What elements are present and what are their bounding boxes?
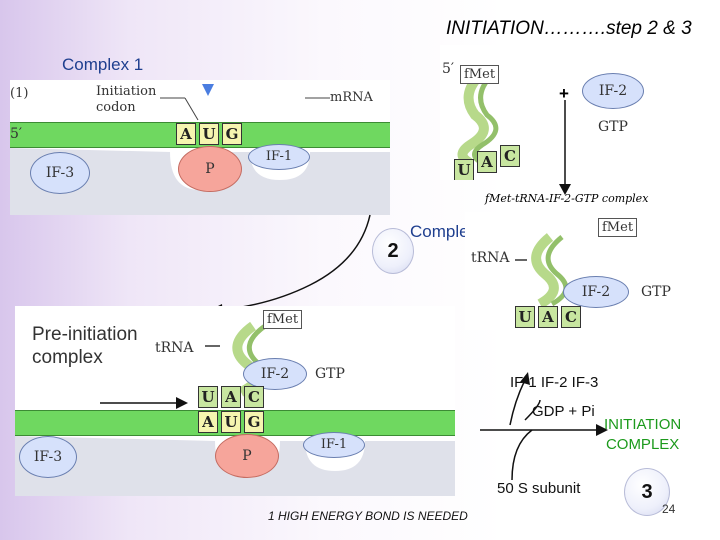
panel3-anticodon-a: A <box>538 306 558 328</box>
panel3-trna: tRNA <box>471 250 510 266</box>
right-arrow-icon <box>100 397 188 409</box>
panel4-codon-g: G <box>244 411 264 433</box>
energy-note: 1 HIGH ENERGY BOND IS NEEDED <box>268 509 468 523</box>
complex-1-drawing <box>10 97 390 215</box>
trna-drawing <box>457 71 499 168</box>
triangle-marker-icon <box>202 84 214 96</box>
codon-a: A <box>176 123 196 145</box>
complex-1-panel: (1) Initiation codon mRNA 5′ A U G IF-3 … <box>10 80 390 215</box>
panel2-gtp: GTP <box>598 119 628 135</box>
panel3-gtp: GTP <box>641 284 671 300</box>
release-arrows-icon <box>480 372 608 481</box>
if3-factor: IF-3 <box>30 152 90 194</box>
panel3-anticodon-u: U <box>515 306 535 328</box>
if1-factor: IF-1 <box>248 144 310 170</box>
complex-2-panel: tRNA fMet IF-2 GTP U A C <box>465 212 705 330</box>
plus-sign: + <box>559 84 569 103</box>
fmet-complex-label: fMet-tRNA-IF-2-GTP complex <box>485 192 649 205</box>
panel2-anticodon-u: U <box>454 159 474 180</box>
panel4-codon-u: U <box>221 411 241 433</box>
gdp-pi-label: GDP + Pi <box>532 403 595 420</box>
panel3-if2: IF-2 <box>563 276 629 308</box>
panel4-if1: IF-1 <box>303 432 365 458</box>
released-factors-label: IF-1 IF-2 IF-3 <box>510 374 599 391</box>
complex-1-label: Complex 1 <box>62 55 144 74</box>
subunit-label: 50 S subunit <box>497 480 581 497</box>
five-prime-label: 5′ <box>10 126 23 142</box>
step-3-badge: 3 <box>624 468 670 516</box>
mrna-label: mRNA <box>330 90 373 105</box>
panel4-p-site: P <box>215 434 279 478</box>
panel2-anticodon-a: A <box>477 151 497 173</box>
panel3-fmet: fMet <box>598 218 638 237</box>
page-number: 24 <box>662 502 676 516</box>
step-2-badge: 2 <box>372 228 414 274</box>
pre-initiation-label: Pre-initiation complex <box>32 324 138 368</box>
panel2-five-prime: 5′ <box>442 61 455 77</box>
panel4-trna: tRNA <box>155 340 194 356</box>
panel4-anticodon-u: U <box>198 386 218 408</box>
panel4-gtp: GTP <box>315 366 345 382</box>
panel4-codon-a: A <box>198 411 218 433</box>
codon-u: U <box>199 123 219 145</box>
panel4-fmet: fMet <box>263 310 303 329</box>
panel2-if2: IF-2 <box>582 73 644 109</box>
initiation-codon-label: Initiation codon <box>96 84 157 115</box>
slide-title: INITIATION……….step 2 & 3 <box>446 18 692 39</box>
complex-2-trna-drawing <box>515 233 569 309</box>
panel2-anticodon-c: C <box>500 145 520 167</box>
panel4-anticodon-c: C <box>244 386 264 408</box>
pre-initiation-panel: tRNA fMet IF-2 GTP U A C A U G IF-3 P IF… <box>15 306 455 496</box>
panel4-if3: IF-3 <box>19 436 77 478</box>
panel2-fmet: fMet <box>460 65 500 84</box>
fmet-trna-panel: 5′ fMet IF-2 GTP U A C <box>440 45 665 180</box>
panel4-if2: IF-2 <box>243 358 307 390</box>
panel1-marker: (1) <box>10 86 29 101</box>
panel3-anticodon-c: C <box>561 306 581 328</box>
initiation-complex-label: INITIATION COMPLEX <box>604 416 682 453</box>
panel4-anticodon-a: A <box>221 386 241 408</box>
down-arrow-icon <box>559 100 571 195</box>
codon-g: G <box>222 123 242 145</box>
p-site: P <box>178 146 242 192</box>
